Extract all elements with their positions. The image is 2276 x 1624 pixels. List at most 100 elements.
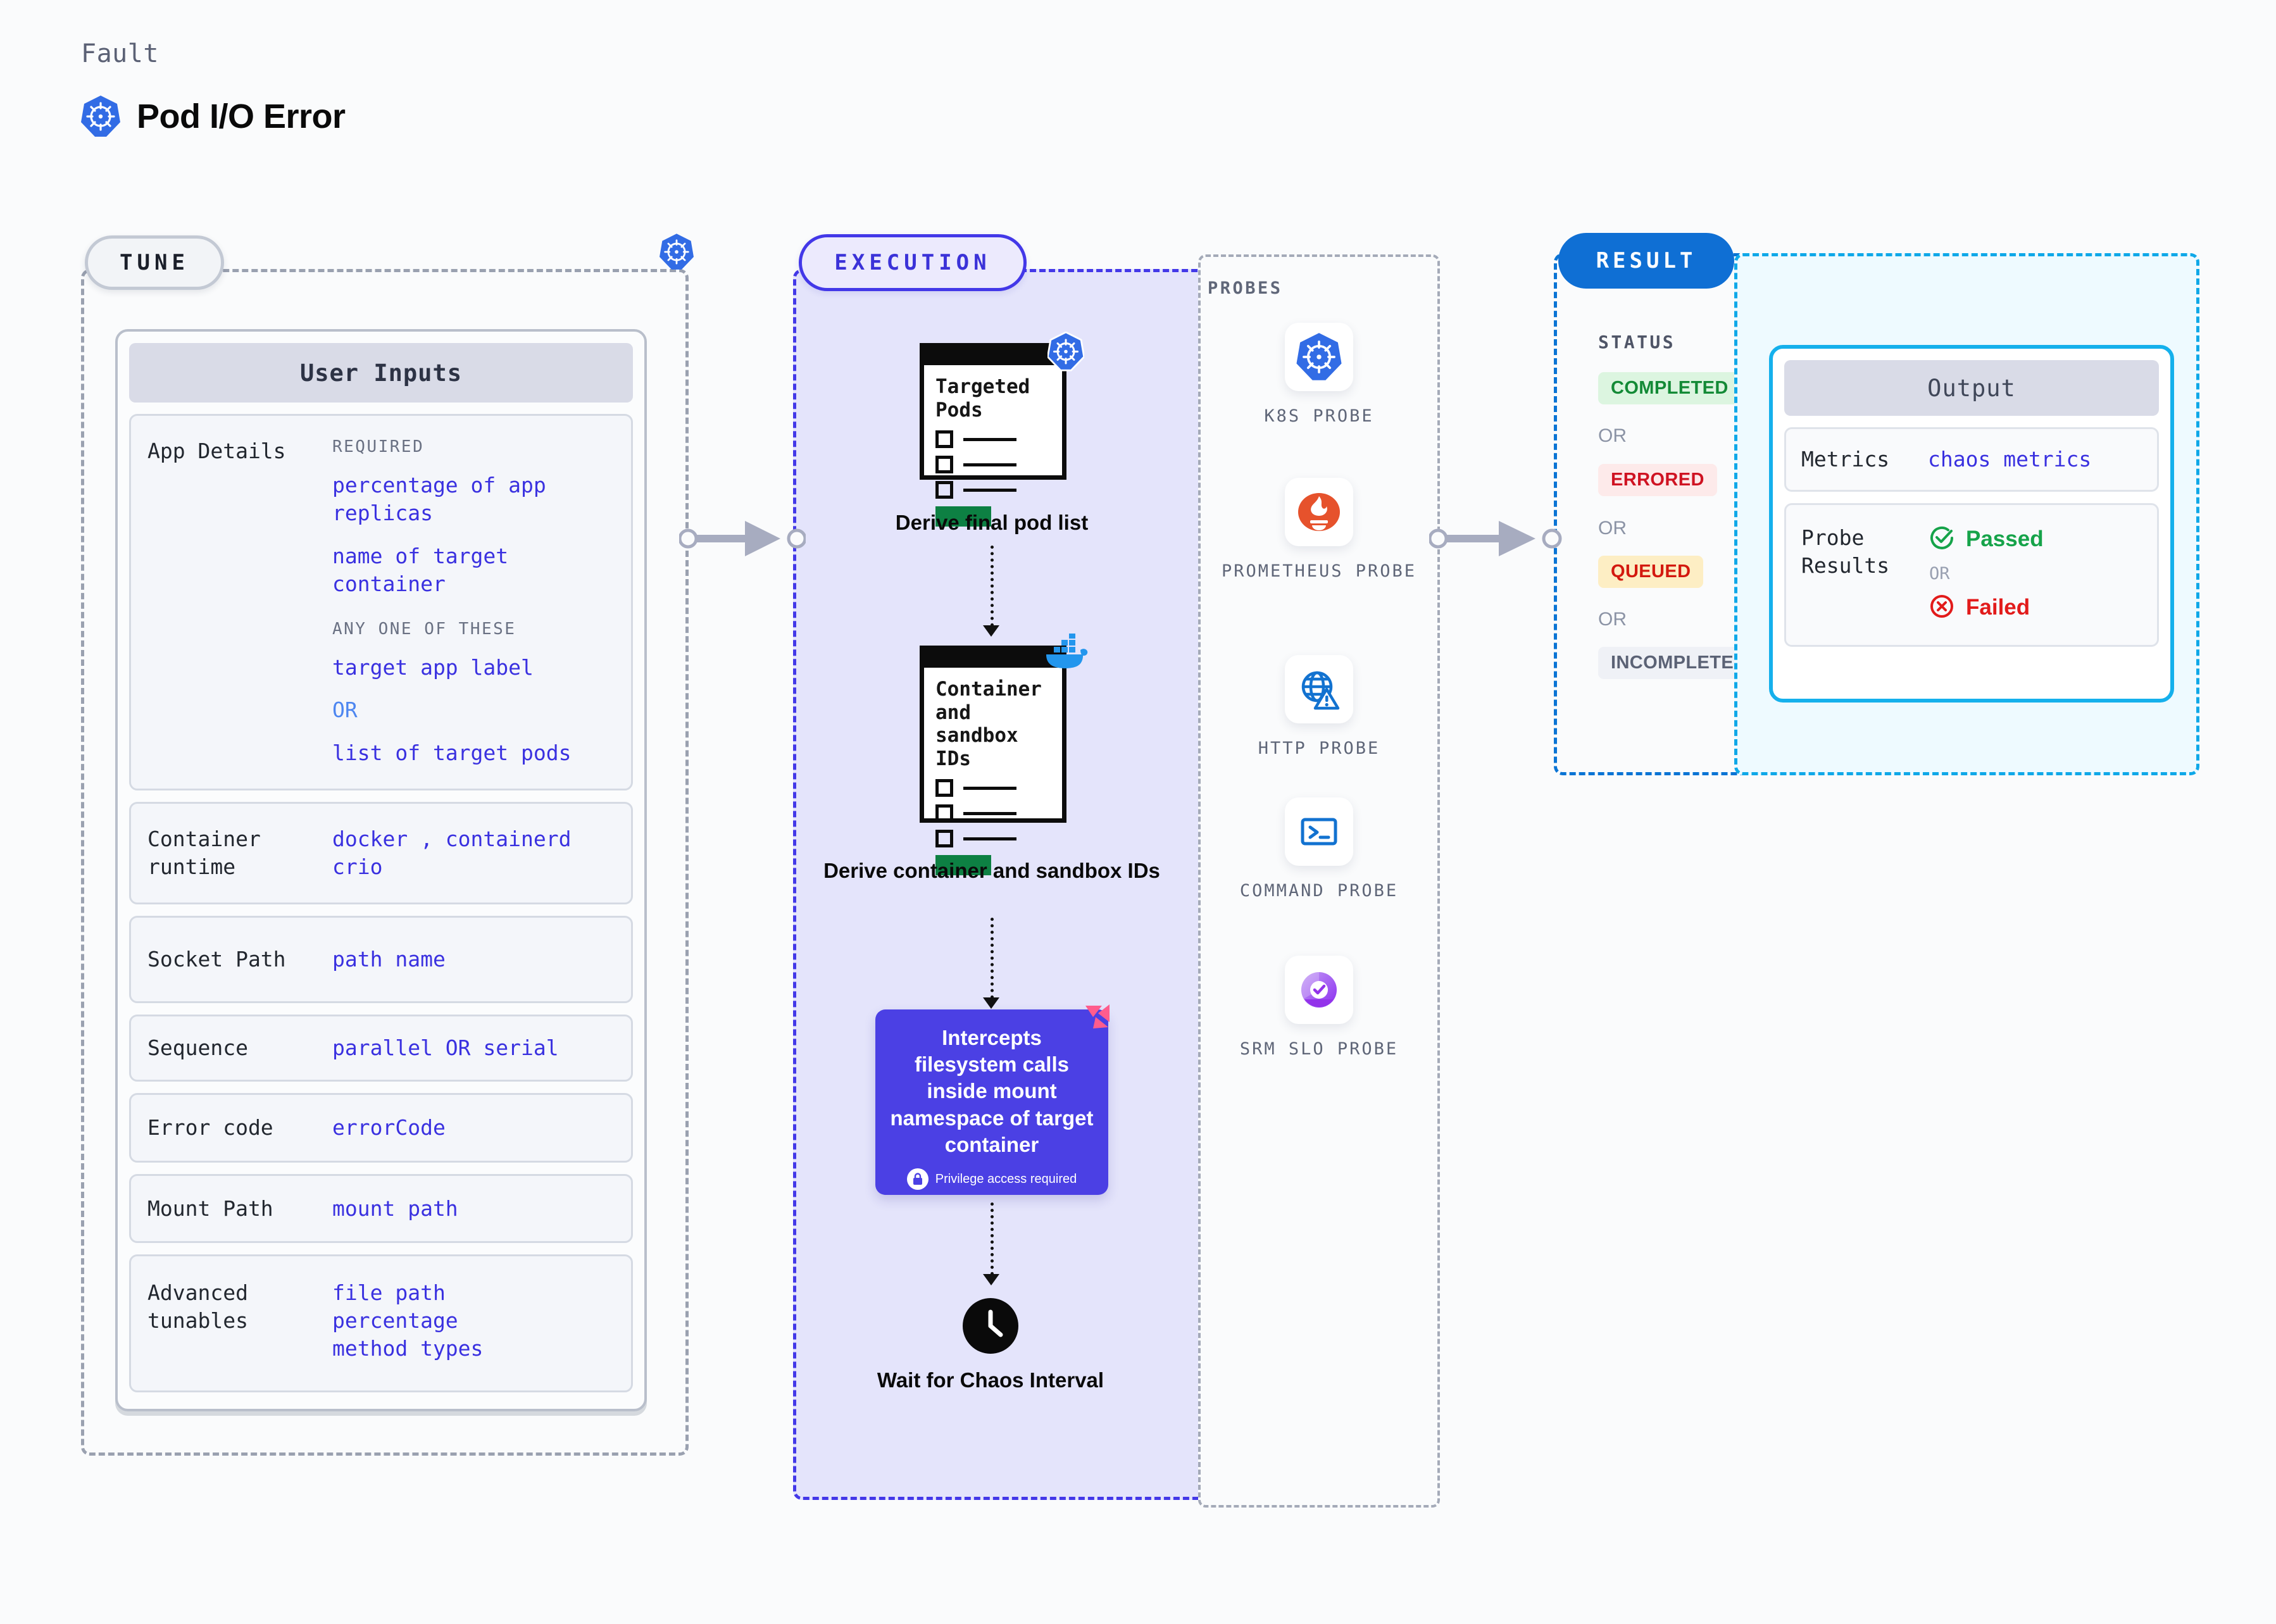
- probe-result-failed: Failed: [1928, 592, 2044, 623]
- flow-connector: [991, 918, 994, 999]
- execution-step-targeted-pods: Targeted Pods: [920, 331, 1085, 527]
- srm-slo-icon: [1285, 956, 1353, 1024]
- status-badge-completed: COMPLETED: [1598, 372, 1741, 404]
- wait-caption: Wait for Chaos Interval: [877, 1368, 1104, 1392]
- row-label: Advanced tunables: [147, 1280, 248, 1334]
- prometheus-icon: [1285, 478, 1353, 546]
- or-separator: OR: [1598, 425, 1627, 446]
- litmus-icon: [1083, 1003, 1112, 1033]
- tune-row-advanced-tunables: Advanced tunables file path percentage m…: [129, 1254, 633, 1392]
- input-keyword: path name: [332, 946, 446, 971]
- probe-command[interactable]: COMMAND PROBE: [1198, 797, 1440, 903]
- page-header: Fault Pod I/O Error: [81, 39, 346, 138]
- probes-section: [1198, 254, 1440, 1508]
- probe-prometheus[interactable]: PROMETHEUS PROBE: [1198, 478, 1440, 583]
- flow-connector: [991, 546, 994, 627]
- docker-icon: [1042, 633, 1089, 673]
- input-keyword: method types: [332, 1336, 484, 1361]
- card-title: Container and sandbox IDs: [935, 678, 1042, 770]
- or-separator: OR: [332, 697, 358, 723]
- input-keyword: crio: [332, 854, 383, 879]
- probe-result-passed: Passed: [1928, 524, 2044, 555]
- row-label: Socket Path: [147, 946, 286, 971]
- probe-label: SRM SLO PROBE: [1239, 1039, 1399, 1059]
- tune-row-mount-path: Mount Path mount path: [129, 1173, 633, 1244]
- execution-pill: EXECUTION: [799, 234, 1027, 291]
- passed-label: Passed: [1966, 527, 2044, 552]
- status-label: STATUS: [1598, 332, 1676, 353]
- input-keyword: name of target container: [332, 543, 509, 596]
- status-badge-queued: QUEUED: [1598, 556, 1704, 588]
- metrics-value: chaos metrics: [1928, 447, 2092, 472]
- output-card: Output Metrics chaos metrics Probe Resul…: [1769, 345, 2174, 703]
- failed-label: Failed: [1966, 595, 2030, 620]
- page-title: Pod I/O Error: [137, 97, 346, 135]
- flow-connector: [991, 1202, 994, 1275]
- tune-row-socket-path: Socket Path path name: [129, 915, 633, 1003]
- probe-k8s[interactable]: K8S PROBE: [1198, 323, 1440, 428]
- tune-pill: TUNE: [85, 235, 224, 290]
- probe-label: PROMETHEUS PROBE: [1221, 561, 1417, 581]
- step-caption: Derive final pod list: [895, 511, 1089, 534]
- or-separator: OR: [1598, 609, 1627, 630]
- input-keyword: mount path: [332, 1196, 458, 1221]
- input-keyword: target app label: [332, 654, 534, 680]
- kubernetes-icon: [1285, 323, 1353, 391]
- intercept-text: Intercepts filesystem calls inside mount…: [890, 1026, 1094, 1156]
- step-caption: Derive container and sandbox IDs: [823, 859, 1160, 882]
- status-badge-errored: ERRORED: [1598, 464, 1717, 496]
- fault-eyebrow: Fault: [81, 39, 159, 68]
- flow-arrow: [983, 625, 999, 637]
- probe-label: HTTP PROBE: [1258, 739, 1380, 758]
- kubernetes-icon: [660, 233, 694, 274]
- or-separator: OR: [1598, 518, 1627, 539]
- check-circle-icon: [1928, 524, 1956, 555]
- kubernetes-icon: [1046, 331, 1085, 375]
- anyone-caption: ANY ONE OF THESE: [332, 619, 516, 639]
- input-keyword: percentage: [332, 1308, 458, 1334]
- kubernetes-icon: [81, 95, 120, 138]
- x-circle-icon: [1928, 592, 1956, 623]
- card-title: Targeted Pods: [935, 375, 1030, 422]
- connector-execution-to-result: [1428, 509, 1562, 571]
- flow-arrow: [983, 997, 999, 1009]
- input-keyword: errorCode: [332, 1115, 446, 1140]
- status-badge-incompleted: INCOMPLETED: [1598, 647, 1760, 679]
- input-keyword: docker , containerd: [332, 827, 572, 852]
- flow-arrow: [983, 1274, 999, 1285]
- output-header: Output: [1784, 360, 2159, 416]
- probe-http[interactable]: HTTP PROBE: [1198, 655, 1440, 760]
- input-keyword: percentage of app replicas: [332, 473, 546, 525]
- intercept-callout: Intercepts filesystem calls inside mount…: [875, 1004, 1110, 1195]
- row-label: Metrics: [1801, 447, 1890, 472]
- tune-row-container-runtime: Container runtime docker , containerd cr…: [129, 802, 633, 904]
- required-caption: REQUIRED: [332, 437, 425, 456]
- input-keyword: parallel OR serial: [332, 1035, 559, 1060]
- tune-row-sequence: Sequence parallel OR serial: [129, 1014, 633, 1082]
- terminal-icon: [1285, 797, 1353, 866]
- connector-tune-to-execution: [678, 509, 807, 571]
- lock-icon: [906, 1168, 929, 1190]
- row-label: Mount Path: [147, 1196, 273, 1221]
- or-separator: OR: [1929, 563, 1950, 584]
- user-inputs-card: User Inputs App Details REQUIRED percent…: [115, 329, 647, 1411]
- row-label: App Details: [147, 439, 286, 463]
- user-inputs-header: User Inputs: [129, 343, 633, 403]
- input-keyword: file path: [332, 1280, 446, 1306]
- tune-row-error-code: Error code errorCode: [129, 1092, 633, 1163]
- output-row-probe-results: Probe Results Passed OR: [1784, 503, 2159, 647]
- probe-label: COMMAND PROBE: [1239, 881, 1399, 901]
- result-pill: RESULT: [1558, 233, 1734, 289]
- row-label: Container runtime: [147, 827, 261, 879]
- row-label: Error code: [147, 1115, 273, 1140]
- tune-row-app-details: App Details REQUIRED percentage of app r…: [129, 414, 633, 791]
- privilege-note: Privilege access required: [935, 1171, 1077, 1186]
- fault-title-row: Pod I/O Error: [81, 95, 346, 138]
- probe-srm-slo[interactable]: SRM SLO PROBE: [1198, 956, 1440, 1061]
- probe-label: K8S PROBE: [1264, 406, 1374, 426]
- input-keyword: list of target pods: [332, 740, 572, 766]
- execution-step-container-ids: Container and sandbox IDs: [920, 634, 1088, 876]
- privilege-note-row: Privilege access required: [889, 1168, 1094, 1190]
- probes-label: PROBES: [1208, 278, 1283, 298]
- output-row-metrics: Metrics chaos metrics: [1784, 427, 2159, 492]
